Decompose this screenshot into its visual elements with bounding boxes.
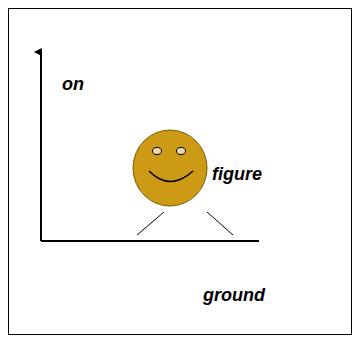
smiley-face bbox=[133, 130, 207, 206]
right-leg bbox=[207, 212, 233, 235]
axis-label: on bbox=[62, 73, 84, 95]
left-leg bbox=[137, 212, 164, 235]
frame bbox=[9, 9, 352, 335]
figure-label: figure bbox=[212, 163, 262, 185]
left-eye bbox=[153, 148, 162, 155]
ground-line bbox=[41, 240, 259, 242]
right-eye bbox=[177, 148, 186, 155]
smile bbox=[149, 171, 193, 182]
vertical-axis-arrow bbox=[40, 52, 42, 241]
ground-label: ground bbox=[203, 284, 265, 306]
